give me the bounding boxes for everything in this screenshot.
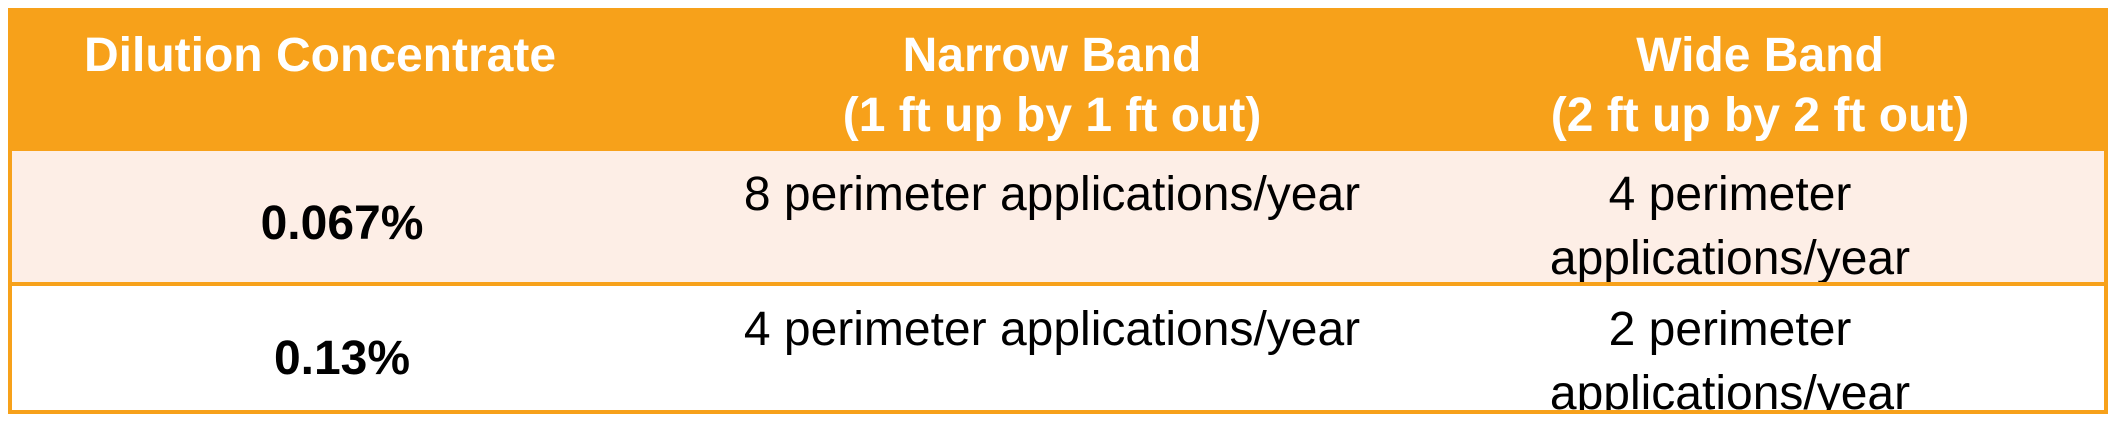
header-label-wide-band: Wide Band	[1636, 29, 1884, 82]
narrow-band-value: 4 perimeter applications/year	[743, 303, 1361, 356]
header-label-narrow-band-group: Narrow Band (1 ft up by 1 ft out)	[843, 26, 1262, 146]
narrow-band-cell: 8 perimeter applications/year	[692, 151, 1412, 282]
header-cell-dilution-concentrate: Dilution Concentrate	[12, 12, 692, 148]
table-header-row: Dilution Concentrate Narrow Band (1 ft u…	[12, 12, 2104, 148]
header-label-wide-band-dimensions: (2 ft up by 2 ft out)	[1550, 89, 1970, 142]
header-cell-narrow-band: Narrow Band (1 ft up by 1 ft out)	[692, 12, 1412, 148]
header-label-dilution-concentrate: Dilution Concentrate	[84, 29, 557, 82]
table-row: 0.067% 8 perimeter applications/year 4 p…	[12, 148, 2104, 285]
header-cell-wide-band: Wide Band (2 ft up by 2 ft out)	[1412, 12, 2104, 148]
concentrate-cell: 0.13%	[12, 286, 692, 410]
wide-band-value-line2: applications/year	[1549, 232, 1911, 285]
narrow-band-value: 8 perimeter applications/year	[743, 168, 1361, 221]
wide-band-value-group: 4 perimeter applications/year	[1550, 161, 1910, 289]
narrow-band-cell: 4 perimeter applications/year	[692, 286, 1412, 410]
table-row: 0.13% 4 perimeter applications/year 2 pe…	[12, 282, 2104, 410]
concentrate-cell: 0.067%	[12, 151, 692, 282]
concentrate-value: 0.13%	[273, 332, 411, 385]
wide-band-value-group: 2 perimeter applications/year	[1550, 296, 1910, 410]
wide-band-value-line2: applications/year	[1549, 367, 1911, 414]
wide-band-value-line1: 4 perimeter	[1608, 168, 1852, 221]
wide-band-cell: 2 perimeter applications/year	[1412, 286, 2104, 410]
dilution-table: Dilution Concentrate Narrow Band (1 ft u…	[8, 8, 2108, 414]
header-label-wide-band-group: Wide Band (2 ft up by 2 ft out)	[1551, 26, 1970, 146]
concentrate-value: 0.067%	[260, 197, 424, 250]
header-label-narrow-band: Narrow Band	[902, 29, 1202, 82]
wide-band-value-line1: 2 perimeter	[1608, 303, 1852, 356]
header-label-narrow-band-dimensions: (1 ft up by 1 ft out)	[842, 89, 1262, 142]
wide-band-cell: 4 perimeter applications/year	[1412, 151, 2104, 285]
